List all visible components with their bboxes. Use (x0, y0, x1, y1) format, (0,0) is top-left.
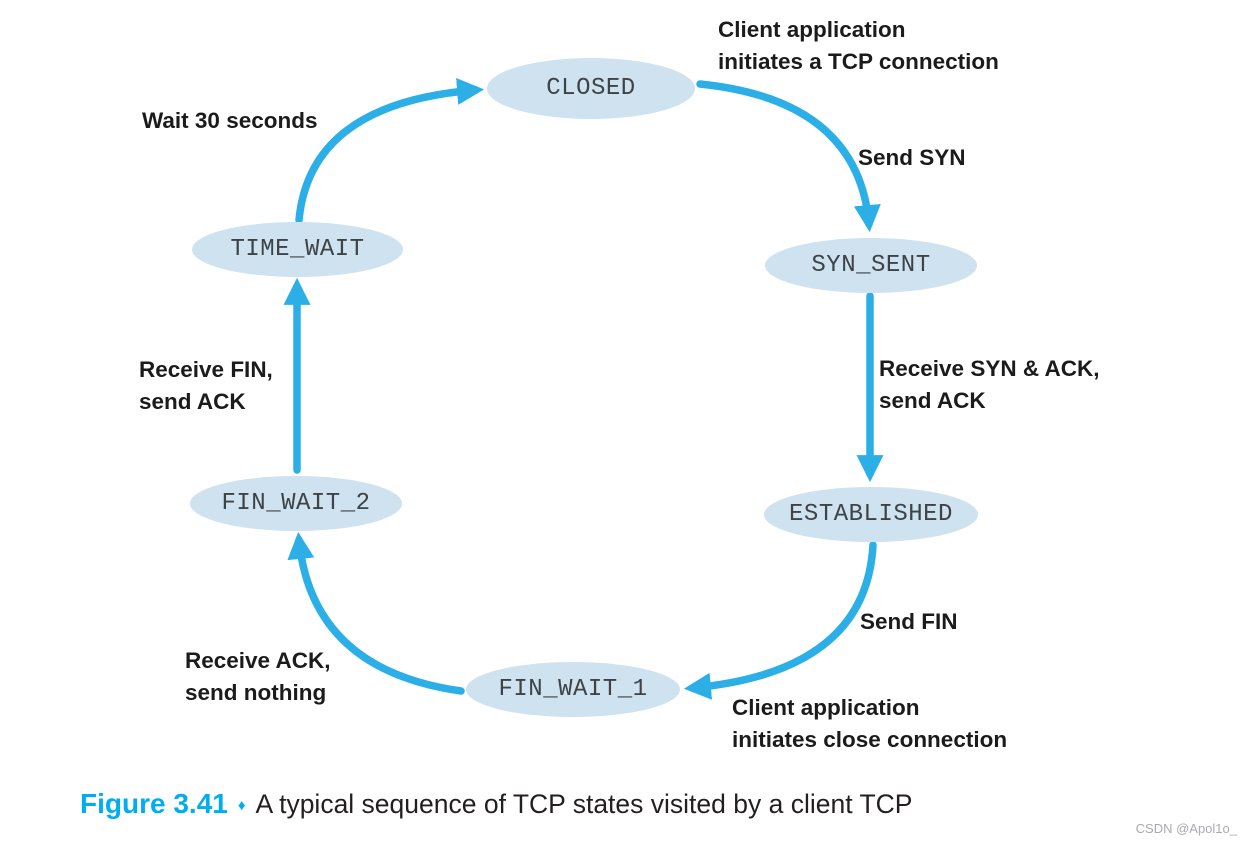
state-syn-sent-label: SYN_SENT (811, 252, 931, 279)
label-client-initiates-open: Client application initiates a TCP conne… (718, 17, 999, 75)
label-receive-fin: Receive FIN, send ACK (139, 357, 273, 415)
arrow-fin-wait-1-to-fin-wait-2 (287, 531, 465, 695)
label-receive-ack: Receive ACK, send nothing (185, 648, 331, 706)
state-established: ESTABLISHED (764, 487, 978, 542)
state-time-wait: TIME_WAIT (192, 222, 403, 277)
arrow-time-wait-to-closed (295, 78, 485, 224)
state-fin-wait-1-label: FIN_WAIT_1 (498, 676, 648, 703)
label-send-syn: Send SYN (858, 145, 966, 170)
figure-number: Figure 3.41 (80, 788, 228, 819)
state-fin-wait-1: FIN_WAIT_1 (466, 662, 680, 717)
state-time-wait-label: TIME_WAIT (230, 236, 365, 263)
state-closed: CLOSED (487, 58, 695, 119)
state-fin-wait-2-label: FIN_WAIT_2 (221, 490, 371, 517)
figure-caption: Figure 3.41 ♦ A typical sequence of TCP … (80, 788, 912, 820)
label-client-initiates-close: Client application initiates close conne… (732, 695, 1008, 753)
arrow-established-to-fin-wait-1 (683, 541, 877, 700)
figure-caption-text: A typical sequence of TCP states visited… (255, 789, 913, 819)
arrow-closed-to-syn-sent (696, 80, 881, 233)
watermark: CSDN @Apol1o_ (1135, 821, 1237, 836)
state-closed-label: CLOSED (546, 75, 636, 102)
state-syn-sent: SYN_SENT (765, 238, 977, 293)
label-wait-30-seconds: Wait 30 seconds (142, 108, 318, 133)
label-send-fin: Send FIN (860, 609, 958, 634)
diamond-icon: ♦ (237, 797, 246, 814)
label-receive-syn-ack: Receive SYN & ACK, send ACK (879, 356, 1100, 414)
state-established-label: ESTABLISHED (789, 501, 953, 528)
state-fin-wait-2: FIN_WAIT_2 (190, 476, 402, 531)
